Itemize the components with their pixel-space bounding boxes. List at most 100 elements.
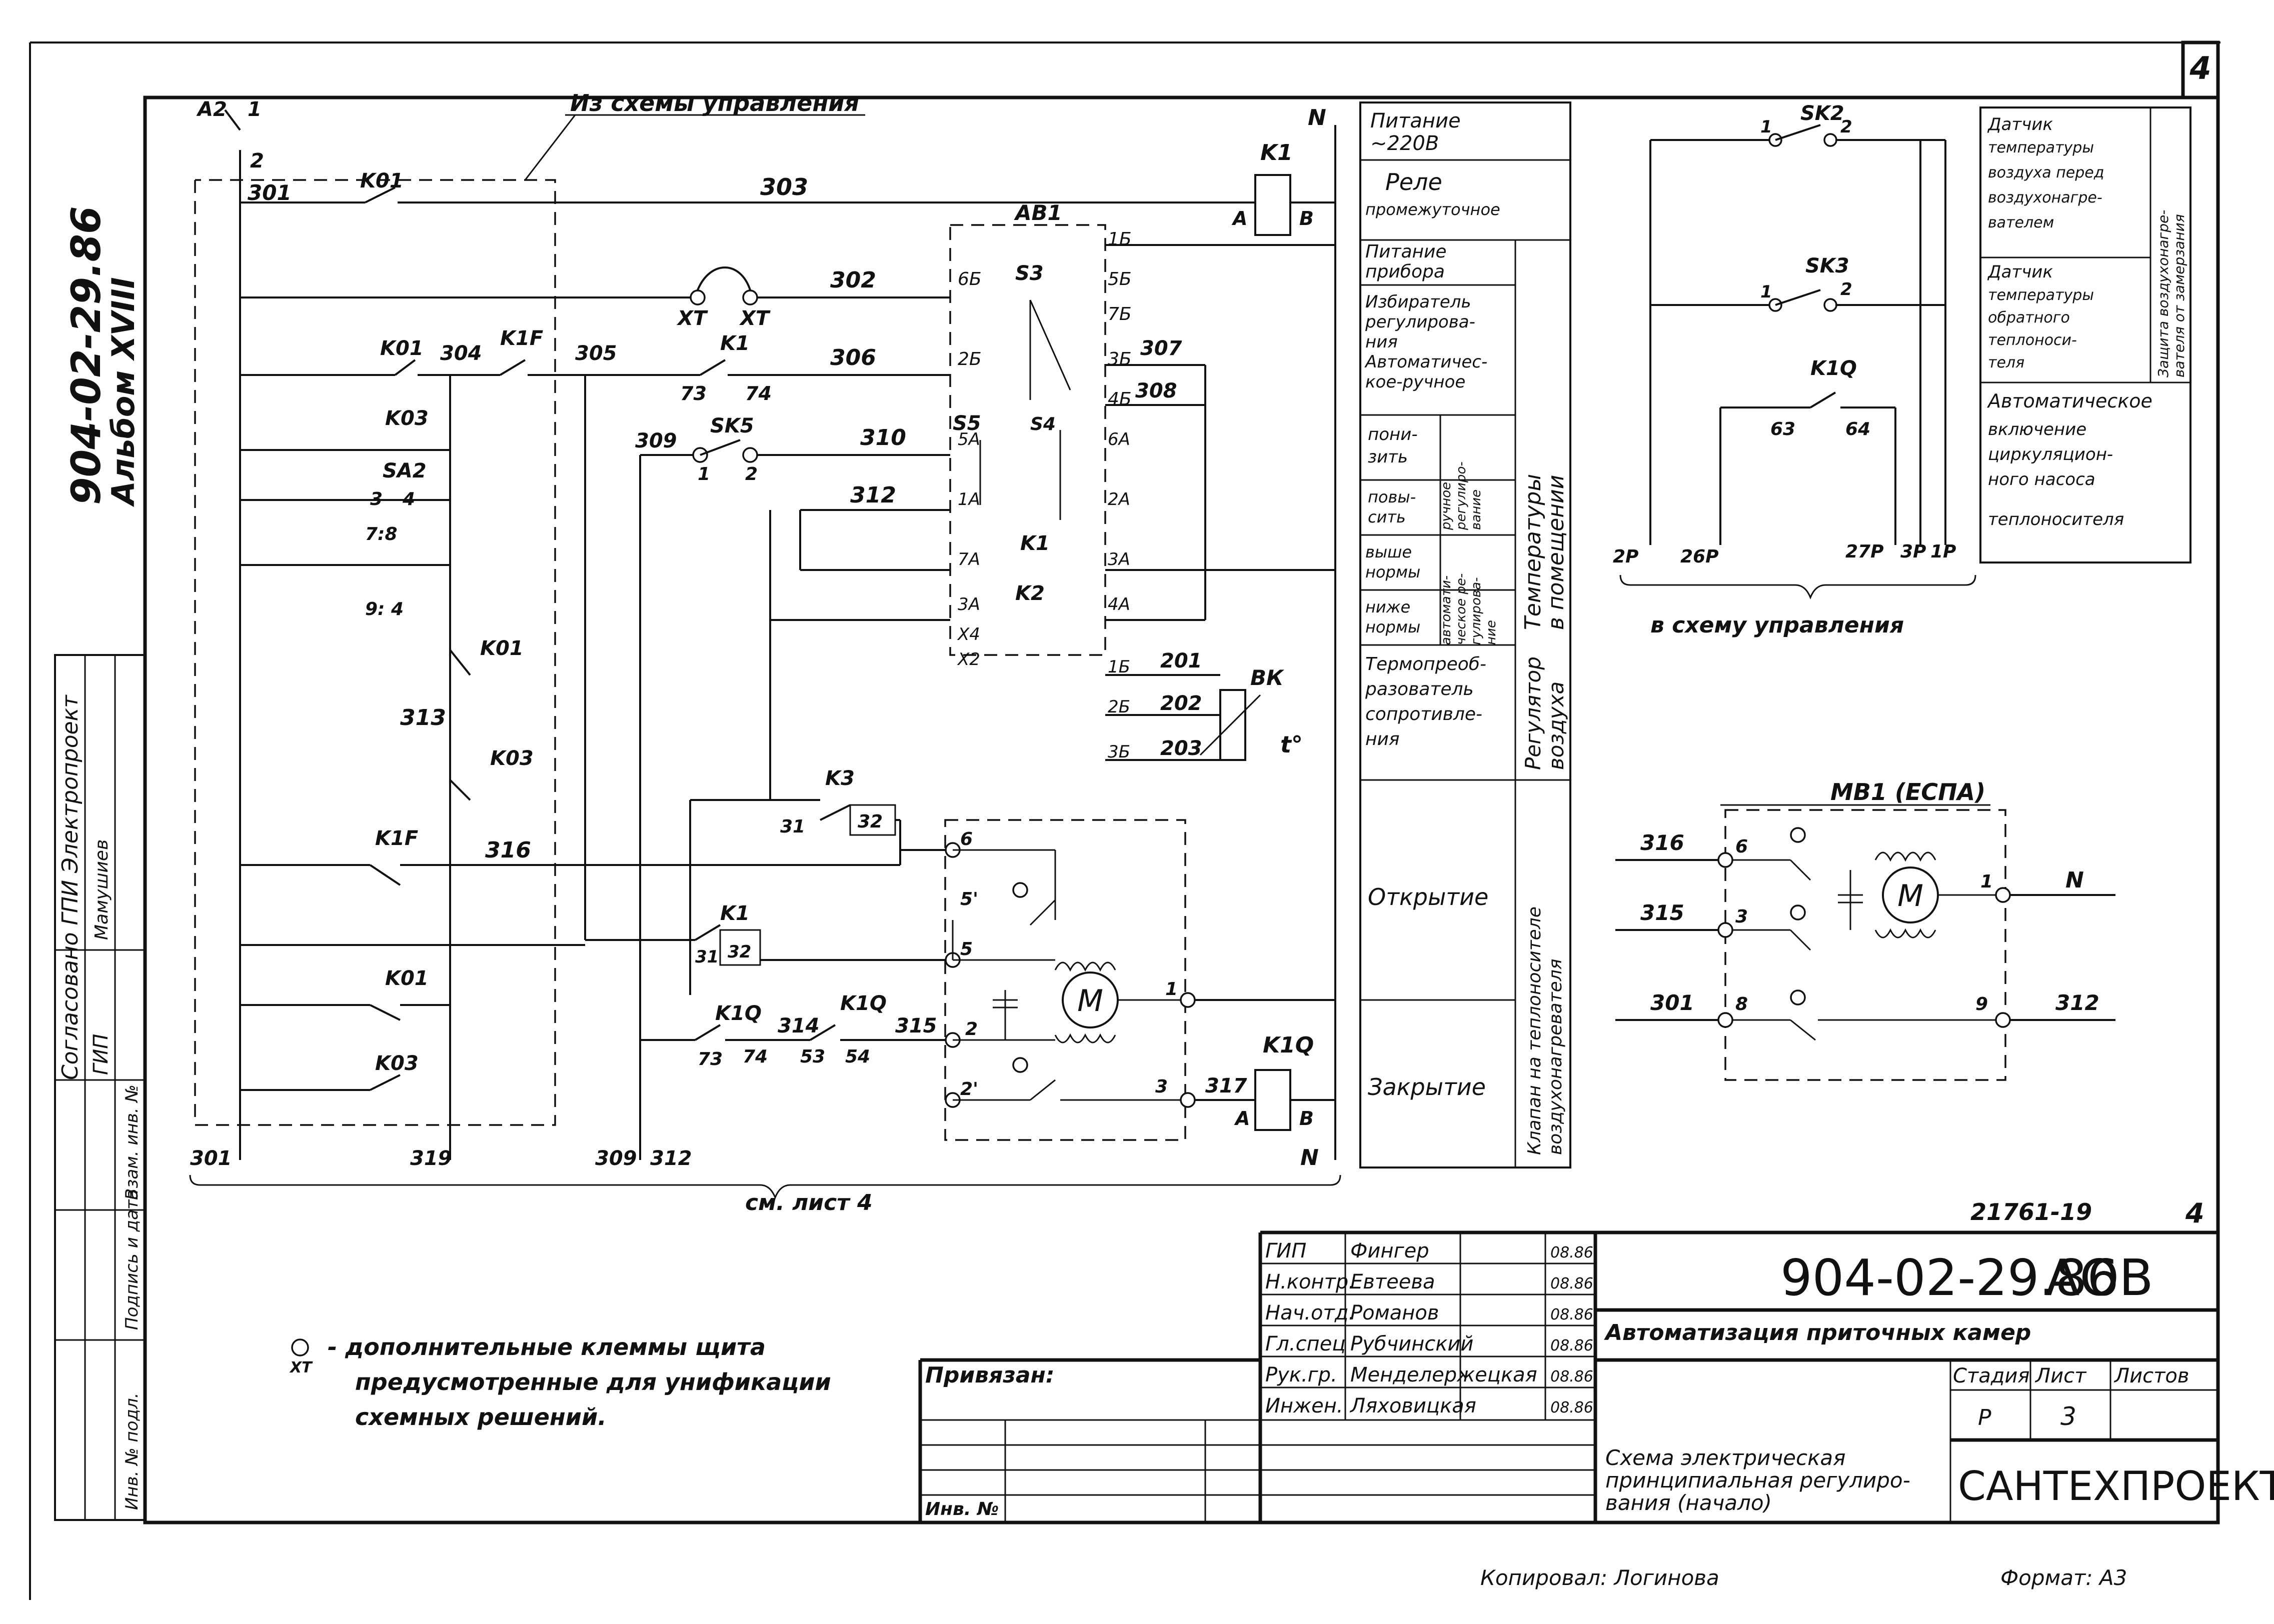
- label-sa2-94: 9: 4: [365, 599, 404, 620]
- term-bk-3b: 3Б: [1108, 742, 1130, 762]
- sensor-schematic: SK2 1 2 SK3 1 2 K1Q 63 64 2Р 26Р 27Р 3Р …: [1613, 102, 2191, 638]
- function-table-box: [1359, 102, 1571, 1168]
- tb-role-name: Фингер: [1350, 1240, 1429, 1262]
- st-prot-1: Защита воздухонагре-: [2155, 210, 2171, 378]
- term-5a: 5А: [958, 430, 980, 450]
- tb-role-date: 08.86: [1550, 1337, 1593, 1354]
- label-k1f-316: K1F: [375, 827, 418, 850]
- fn-auto-reg: автомати- ческое ре- гулирова- ние: [1439, 574, 1499, 645]
- term-2b: 2Б: [958, 349, 982, 370]
- label-xt-right: XT: [739, 307, 771, 330]
- label-k1q-b: В: [1299, 1108, 1314, 1130]
- fn-thermo-2: разователь: [1365, 679, 1474, 700]
- mb1-sw-3: [1789, 929, 1811, 951]
- ab1-regulator-box: [949, 224, 1106, 656]
- k01-bottom-contact: [370, 1004, 401, 1021]
- label-k1-32: 32: [728, 942, 751, 962]
- tb-role-name: Романов: [1350, 1302, 1439, 1324]
- term-4a: 4А: [1108, 594, 1130, 614]
- fn-air-reg-2: воздуха: [1544, 682, 1568, 770]
- mb1-term-8: [1717, 1012, 1733, 1028]
- label-mb1-315: 315: [1640, 900, 1684, 925]
- main-schematic: Из схемы управления А2 1 2 301 N N K01 3…: [189, 90, 1571, 1216]
- see-sheet-label: см. лист 4: [745, 1190, 873, 1216]
- fn-lower-1: пони-: [1368, 424, 1418, 444]
- k1q-contact-53-54: [809, 1024, 836, 1041]
- label-1p: 1Р: [1930, 542, 1956, 562]
- note-line-1: - дополнительные клеммы щита: [328, 1334, 766, 1360]
- side-gip-text: ГИП: [90, 1034, 113, 1075]
- label-w307: 307: [1140, 337, 1182, 360]
- label-k03-bottom: K03: [375, 1052, 419, 1075]
- k03-bottom-contact: [370, 1074, 401, 1091]
- k1-31-32-box: [719, 929, 761, 966]
- label-k1q-left: K1Q: [715, 1002, 762, 1025]
- fn-thermo-4: ния: [1365, 729, 1400, 750]
- st-ret-3: обратного: [1988, 309, 2070, 326]
- label-k1-a: А: [1231, 208, 1247, 230]
- tb-role-date: 08.86: [1550, 1306, 1593, 1324]
- fn-below-2: нормы: [1365, 618, 1420, 636]
- label-mb1-316: 316: [1640, 830, 1684, 855]
- act-limit-6: [1012, 882, 1028, 898]
- tb-sheet: 3: [2060, 1402, 2076, 1431]
- st-prot-2: вателя от замерзания: [2171, 214, 2187, 378]
- k01-top-contact: [365, 186, 396, 204]
- label-w301-bottom: 301: [190, 1147, 232, 1170]
- label-p63: 63: [1770, 419, 1795, 440]
- st-pump-1: Автоматическое: [1986, 390, 2152, 412]
- st-protection: Защита воздухонагре- вателя от замерзани…: [2155, 210, 2187, 378]
- label-sk3-2: 2: [1840, 280, 1852, 300]
- tb-sheet-h: Лист: [2034, 1364, 2087, 1388]
- label-w202: 202: [1160, 692, 1202, 715]
- term-x4: Х4: [957, 624, 980, 644]
- label-n-bottom: N: [1300, 1145, 1319, 1170]
- xt-terminal-right: [742, 290, 758, 306]
- tb-role-role: Рук.гр.: [1265, 1364, 1337, 1386]
- label-act-1: 1: [1165, 979, 1178, 1000]
- sk3-contact: [1775, 289, 1821, 306]
- fn-manual-reg: ручное регулиро- вание: [1439, 462, 1484, 530]
- label-mb1-312: 312: [2055, 990, 2099, 1015]
- st-ret-1: Датчик: [1987, 262, 2053, 282]
- term-6b: 6Б: [958, 269, 982, 290]
- fn-manual-1: ручное: [1439, 482, 1454, 530]
- tb-title-3: вания (начало): [1605, 1490, 1772, 1515]
- tb-role-name: Евтеева: [1350, 1270, 1435, 1294]
- note-terminal-symbol: [291, 1338, 309, 1356]
- label-k3: K3: [825, 767, 855, 790]
- label-p74: 74: [745, 382, 772, 404]
- to-control-brace: [1619, 574, 1976, 600]
- label-mb1-8: 8: [1735, 994, 1748, 1014]
- actuator-box: [944, 819, 1186, 1141]
- side-table-box: [54, 654, 146, 1521]
- label-w302: 302: [830, 268, 876, 293]
- label-act-2: 2: [965, 1019, 978, 1040]
- sheet-ref-label: 21761-19: [1970, 1198, 2092, 1226]
- st-air-1: Датчик: [1987, 114, 2053, 134]
- st-pump-5: теплоносителя: [1988, 510, 2124, 530]
- k1q-relay-coil: [1254, 1069, 1291, 1131]
- label-mb1-301: 301: [1650, 990, 1694, 1015]
- mb1-term-6: [1717, 852, 1733, 868]
- label-k1q-sensor: K1Q: [1810, 357, 1857, 380]
- fn-air-reg: Регулятор воздуха: [1521, 656, 1568, 770]
- fn-auto-3: гулирова-: [1469, 577, 1484, 645]
- label-xt-left: XT: [676, 307, 708, 330]
- label-k3-31: 31: [780, 816, 805, 837]
- act-limit-2p: [1012, 1057, 1028, 1073]
- act-winding-top: [1054, 962, 1116, 972]
- label-k1-coil: K1: [1260, 140, 1293, 166]
- label-k1-ab: K1: [1020, 532, 1050, 555]
- label-bus-2: 2: [250, 150, 264, 172]
- st-air-5: вателем: [1988, 214, 2054, 232]
- mb1-limit-6: [1790, 827, 1806, 843]
- tb-stage: Р: [1978, 1405, 1991, 1430]
- note: ХТ - дополнительные клеммы щита предусмо…: [289, 1334, 831, 1430]
- label-k01-bottom: K01: [385, 967, 429, 990]
- label-w201: 201: [1160, 650, 1202, 672]
- side-sign-date-text: Подпись и дата: [122, 1189, 142, 1330]
- label-k1-3132: K1: [720, 902, 750, 925]
- label-mb1-1: 1: [1980, 872, 1993, 892]
